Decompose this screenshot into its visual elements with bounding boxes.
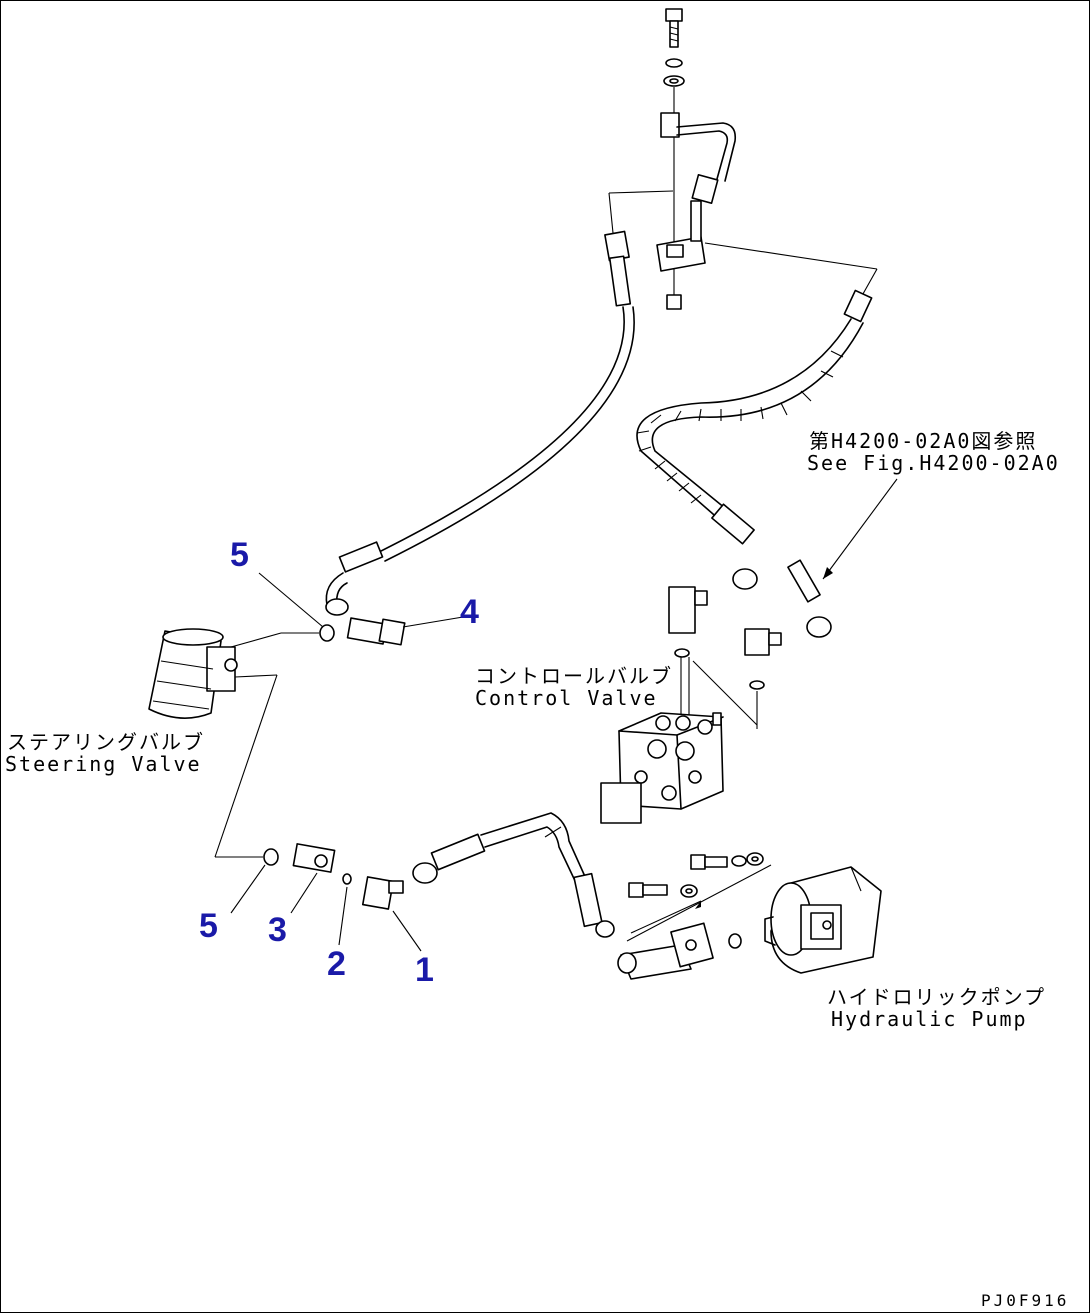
hose-left [325,230,635,616]
o-ring-5-bottom [263,848,279,866]
hydraulic-pump-body [764,866,882,974]
callout-4: 4 [460,593,479,631]
callout-leaders [230,572,464,952]
see-fig-label-en: See Fig.H4200-02A0 [807,451,1060,475]
control-valve-body [600,712,724,824]
hydraulic-pump-label-en: Hydraulic Pump [831,1007,1028,1031]
see-fig-pointer [787,478,898,638]
drawing-code: PJ0F916 [981,1291,1070,1310]
steering-valve-label-jp: ステアリングバルブ [7,730,205,754]
pump-bolts [626,852,772,942]
pump-flange [617,922,742,980]
callout-5-top: 5 [230,536,249,574]
callout-3: 3 [268,911,287,949]
part-1-elbow [361,876,404,910]
part-2-o-ring [342,873,352,885]
steering-valve-label-en: Steering Valve [5,752,202,776]
steering-valve-body [148,628,319,858]
pump-hose [412,812,615,938]
control-valve-label-en: Control Valve [475,686,658,710]
callout-2: 2 [327,945,346,983]
upper-tube [608,112,878,310]
control-valve-label-jp: コントロールバルブ [475,664,673,688]
hydraulic-pump-label-jp: ハイドロリックポンプ [827,985,1046,1009]
see-fig-label-jp: 第H4200-02A0図参照 [809,429,1038,453]
o-ring-5-top [319,624,335,642]
hose-spiral [636,289,873,590]
callout-1: 1 [415,951,434,989]
part-3-flange [292,843,336,873]
callout-5-bottom: 5 [199,907,218,945]
control-valve-fittings [668,586,782,741]
part-4-elbow [346,617,406,646]
